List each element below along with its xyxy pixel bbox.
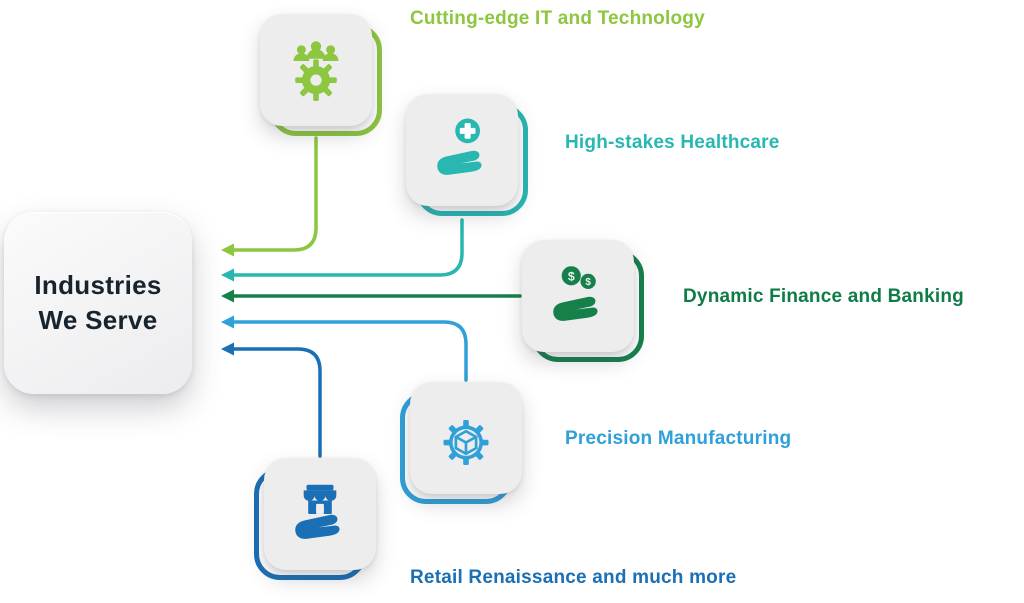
industry-label-it-technology: Cutting-edge IT and Technology [410, 8, 705, 29]
industry-label-manufacturing: Precision Manufacturing [565, 428, 792, 449]
industry-node-healthcare [406, 94, 528, 216]
connector-it-technology [232, 136, 318, 252]
dollar-symbol: $ [585, 277, 591, 288]
connector-retail [232, 347, 322, 458]
hand-money-coins-icon: $ $ [553, 266, 598, 321]
connector-it-technology-arrowhead [221, 243, 234, 257]
connector-healthcare-arrowhead [221, 268, 234, 282]
node-tile [406, 94, 518, 206]
industry-label-healthcare: High-stakes Healthcare [565, 132, 780, 153]
dollar-symbol: $ [568, 269, 575, 283]
industry-label-finance-banking: Dynamic Finance and Banking [683, 286, 964, 307]
hub-title: Industries We Serve [34, 269, 162, 335]
node-tile [410, 382, 522, 494]
gear-cube-icon [443, 420, 489, 465]
industry-node-manufacturing [400, 382, 522, 504]
connector-retail-arrowhead [221, 342, 234, 356]
connector-healthcare [232, 218, 464, 277]
connector-finance-banking-arrowhead [221, 289, 234, 303]
gear-people-icon [293, 41, 339, 101]
node-tile [264, 458, 376, 570]
connector-manufacturing-arrowhead [221, 315, 234, 329]
industry-label-retail: Retail Renaissance and much more [410, 567, 737, 588]
industry-node-retail [254, 458, 376, 580]
connector-manufacturing [232, 320, 468, 382]
node-tile [260, 14, 372, 126]
hand-storefront-icon [295, 484, 340, 539]
industry-node-it-technology [260, 14, 382, 136]
hand-medical-cross-icon [437, 118, 482, 175]
industries-hub-card: Industries We Serve [4, 212, 192, 394]
industry-node-finance-banking: $ $ [522, 240, 644, 362]
node-tile: $ $ [522, 240, 634, 352]
